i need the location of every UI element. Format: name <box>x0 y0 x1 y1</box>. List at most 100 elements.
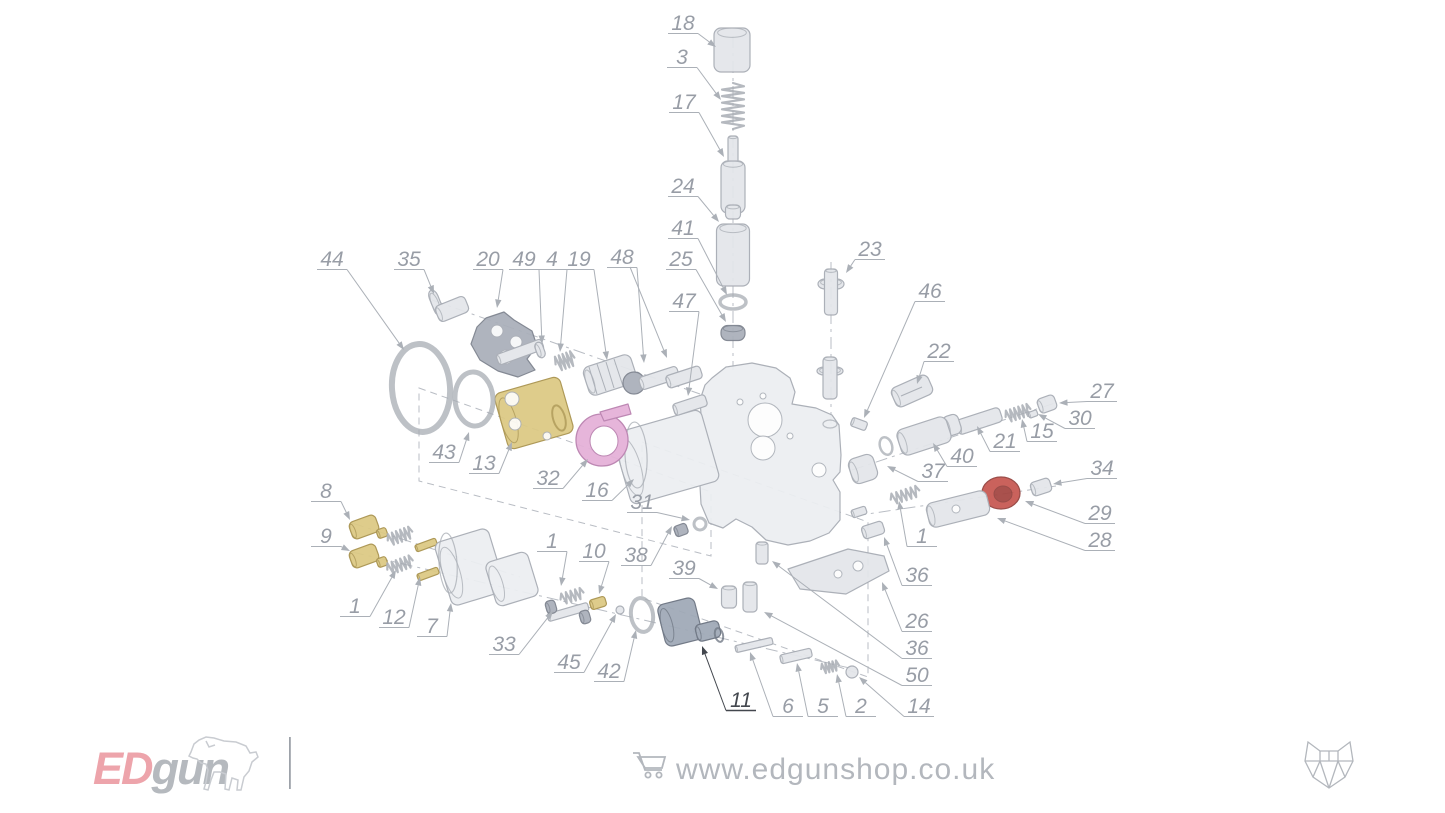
part-label-1: 1 <box>340 570 396 618</box>
svg-text:1: 1 <box>349 595 361 618</box>
svg-text:5: 5 <box>817 695 829 718</box>
part-label-13: 13 <box>469 442 512 475</box>
svg-text:17: 17 <box>672 91 697 114</box>
part-cylinder <box>850 417 868 431</box>
part-cylinder <box>672 394 708 416</box>
svg-text:39: 39 <box>672 557 696 580</box>
part-cylinder <box>720 585 738 609</box>
part-cylinder <box>534 341 546 359</box>
part-cylinder <box>755 541 769 565</box>
part-cylinder <box>414 537 438 553</box>
part-spring <box>386 525 414 546</box>
part-hole <box>747 402 783 438</box>
svg-text:3: 3 <box>676 46 688 69</box>
svg-text:24: 24 <box>670 175 694 198</box>
svg-text:26: 26 <box>904 610 929 633</box>
part-label-45: 45 <box>554 614 616 674</box>
svg-text:1: 1 <box>916 525 928 548</box>
part-spring <box>889 484 921 505</box>
svg-text:23: 23 <box>857 238 882 261</box>
part-ring <box>575 413 629 467</box>
part-cylinder <box>588 595 608 611</box>
part-label-24: 24 <box>668 175 719 222</box>
svg-text:25: 25 <box>668 248 693 271</box>
part-label-49: 49 <box>509 248 545 344</box>
part-label-1: 1 <box>537 530 568 586</box>
part-label-5: 5 <box>795 663 838 718</box>
svg-text:48: 48 <box>610 246 634 269</box>
part-label-14: 14 <box>859 677 934 718</box>
part-label-7: 7 <box>417 603 454 638</box>
part-ball <box>845 665 859 679</box>
edgun-logo: EDgun <box>93 743 228 794</box>
part-cylinder <box>434 528 506 606</box>
part-ring <box>981 476 1021 510</box>
part-cylinder <box>847 453 879 485</box>
svg-text:19: 19 <box>567 248 591 271</box>
svg-text:2: 2 <box>854 695 867 718</box>
part-oring <box>822 419 838 429</box>
part-oring <box>388 341 454 435</box>
part-label-19: 19 <box>564 248 609 360</box>
svg-text:4: 4 <box>546 248 558 271</box>
part-label-37: 37 <box>887 460 948 483</box>
part-label-44: 44 <box>317 248 404 350</box>
svg-text:16: 16 <box>585 479 609 502</box>
part-label-47: 47 <box>669 290 700 396</box>
svg-text:28: 28 <box>1087 529 1112 552</box>
part-label-46: 46 <box>864 280 945 418</box>
footer-divider <box>289 737 291 789</box>
svg-text:44: 44 <box>320 248 343 271</box>
part-label-32: 32 <box>533 459 588 490</box>
part-hole <box>811 462 827 478</box>
fox-logo-icon <box>1304 740 1354 789</box>
part-label-41: 41 <box>668 217 727 295</box>
extra-leader <box>629 266 667 358</box>
part-cylinder <box>348 543 380 569</box>
svg-text:35: 35 <box>397 248 421 271</box>
part-label-31: 31 <box>627 491 690 522</box>
part-label-29: 29 <box>1025 500 1115 525</box>
part-oring <box>624 421 648 489</box>
part-label-17: 17 <box>669 91 724 157</box>
svg-text:50: 50 <box>905 664 929 687</box>
svg-text:47: 47 <box>672 290 697 313</box>
dog-logo-icon <box>187 736 259 791</box>
part-label-33: 33 <box>489 611 553 656</box>
svg-text:9: 9 <box>320 525 332 548</box>
part-hole <box>786 432 794 440</box>
part-cylinder <box>734 637 774 653</box>
part-spring <box>720 81 746 131</box>
part-label-50: 50 <box>764 612 932 687</box>
part-hole <box>508 417 522 431</box>
part-label-1: 1 <box>897 501 937 548</box>
part-label-3: 3 <box>667 46 721 100</box>
part-label-15: 15 <box>1020 419 1057 443</box>
svg-text:1: 1 <box>546 530 558 553</box>
svg-text:32: 32 <box>536 467 560 490</box>
part-cylinder <box>715 223 751 287</box>
part-cylinder <box>742 581 758 613</box>
svg-text:34: 34 <box>1090 457 1113 480</box>
part-label-26: 26 <box>882 582 932 633</box>
part-cylinder <box>1029 477 1053 497</box>
part-cylinder <box>850 505 868 519</box>
part-label-36: 36 <box>772 561 932 660</box>
svg-text:46: 46 <box>918 280 942 303</box>
part-label-23: 23 <box>846 238 885 273</box>
part-hole <box>759 392 767 400</box>
part-cylinder <box>657 597 703 647</box>
svg-text:8: 8 <box>320 480 332 503</box>
part-label-40: 40 <box>933 443 977 468</box>
svg-text:43: 43 <box>432 441 456 464</box>
part-label-25: 25 <box>666 248 726 322</box>
part-label-22: 22 <box>916 340 954 384</box>
part-hole <box>750 435 776 461</box>
part-oring <box>692 516 708 532</box>
part-cylinder <box>612 409 720 505</box>
part-label-30: 30 <box>1038 407 1095 430</box>
edgun-logo-gun: gun <box>151 743 229 794</box>
part-cylinder <box>779 647 813 665</box>
part-label-42: 42 <box>594 630 638 683</box>
